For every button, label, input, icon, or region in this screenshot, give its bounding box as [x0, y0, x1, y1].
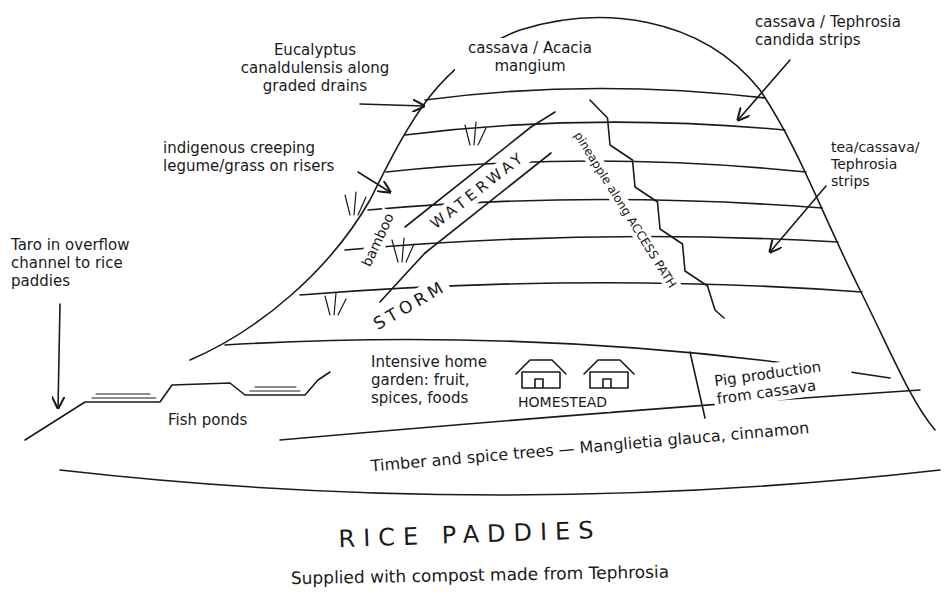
house-left — [516, 360, 566, 388]
zone-label: Intensive home garden: fruit, spices, fo… — [368, 352, 513, 408]
cap-boundary — [425, 88, 765, 100]
rice-paddy-boundary — [60, 470, 940, 495]
feature-label: HOMESTEAD — [515, 393, 610, 412]
leader-arrow — [738, 60, 790, 120]
waterway-bank — [405, 127, 531, 227]
ground-line — [25, 372, 330, 440]
zone-note: cassava / Tephrosia candida strips — [752, 12, 932, 50]
feature-label: pineapple along ACCESS PATH — [568, 126, 681, 294]
waterway-branch — [531, 112, 555, 127]
plant-label: bamboo — [356, 207, 400, 272]
terrace-line — [405, 122, 785, 135]
zone-label: cassava / Acacia mangium — [455, 38, 605, 76]
leader-arrow — [360, 104, 424, 106]
zone-note: Supplied with compost made from Tephrosi… — [288, 560, 673, 589]
zone-label: Pig production from cassava — [710, 352, 854, 409]
terrace-line — [345, 237, 838, 250]
leader-arrow — [358, 172, 390, 192]
zone-note: Taro in overflow channel to rice paddies — [8, 235, 148, 291]
zone-note: tea/cassava/ Tephrosia strips — [828, 138, 938, 190]
leader-arrow — [770, 186, 826, 252]
leader-arrow — [58, 304, 60, 408]
zone-heading: RICE PADDIES — [335, 515, 605, 555]
zone-note: Eucalyptus canaldulensis along graded dr… — [225, 40, 405, 96]
access-path — [590, 100, 724, 318]
pig-zone-divider — [690, 352, 705, 418]
hill-outline — [190, 18, 935, 430]
zone-note: indigenous creeping legume/grass on rise… — [160, 138, 355, 176]
house-right — [584, 360, 634, 388]
feature-label: WATERWAY — [424, 145, 532, 236]
feature-label: Fish ponds — [165, 410, 250, 430]
terrace-line — [300, 283, 862, 295]
fish-pond-water — [92, 387, 300, 398]
feature-label: STORM — [367, 274, 454, 337]
